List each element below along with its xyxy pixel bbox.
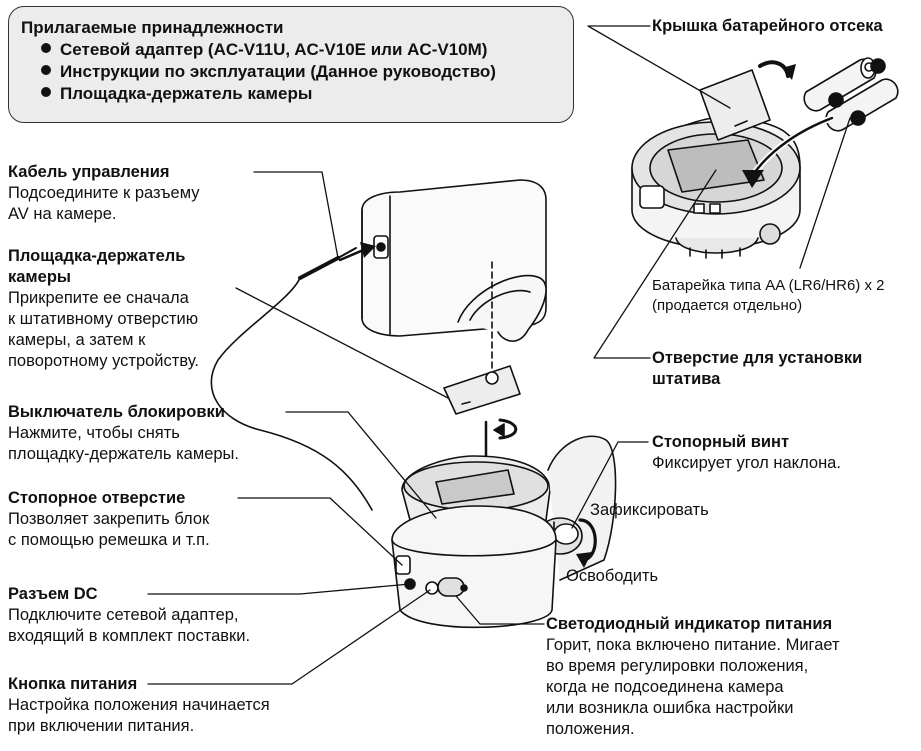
bullet-icon	[41, 87, 51, 97]
accessory-item: Площадка-держатель камеры	[41, 83, 573, 105]
label-lock-switch: Выключатель блокировки Нажмите, чтобы сн…	[8, 403, 239, 463]
accessory-item: Инструкции по эксплуатации (Данное руков…	[41, 61, 573, 83]
bullet-icon	[41, 65, 51, 75]
label-power-led: Светодиодный индикатор питания Горит, по…	[546, 615, 840, 738]
label-power-button: Кнопка питания Настройка положения начин…	[8, 675, 270, 735]
accessories-box: Прилагаемые принадлежности Сетевой адапт…	[8, 6, 574, 123]
label-stop-screw: Стопорный винт Фиксирует угол наклона.	[652, 433, 841, 472]
label-release: Освободить	[566, 567, 659, 585]
label-lock: Зафиксировать	[590, 501, 709, 519]
label-strap-hole: Стопорное отверстие Позволяет закрепить …	[8, 489, 210, 549]
accessory-item: Сетевой адаптер (AC-V11U, AC-V10E или AC…	[41, 39, 573, 61]
label-tripod-hole: Отверстие для установки штатива	[652, 349, 863, 388]
bullet-icon	[41, 43, 51, 53]
camera-assembly	[210, 179, 617, 629]
label-control-cable: Кабель управления Подсоедините к разъему…	[8, 163, 200, 223]
label-battery: Батарейка типа AA (LR6/HR6) x 2 (продает…	[652, 277, 885, 314]
label-battery-cover: Крышка батарейного отсека	[652, 17, 883, 35]
accessories-list: Сетевой адаптер (AC-V11U, AC-V10E или AC…	[21, 39, 573, 105]
leader-lines	[147, 25, 851, 685]
accessories-title: Прилагаемые принадлежности	[21, 18, 284, 37]
label-camera-plate: Площадка-держатель камеры Прикрепите ее …	[8, 247, 199, 370]
batteries	[803, 57, 899, 132]
label-dc-jack: Разъем DC Подключите сетевой адаптер, вх…	[8, 585, 251, 645]
battery-compartment-view	[631, 57, 899, 259]
